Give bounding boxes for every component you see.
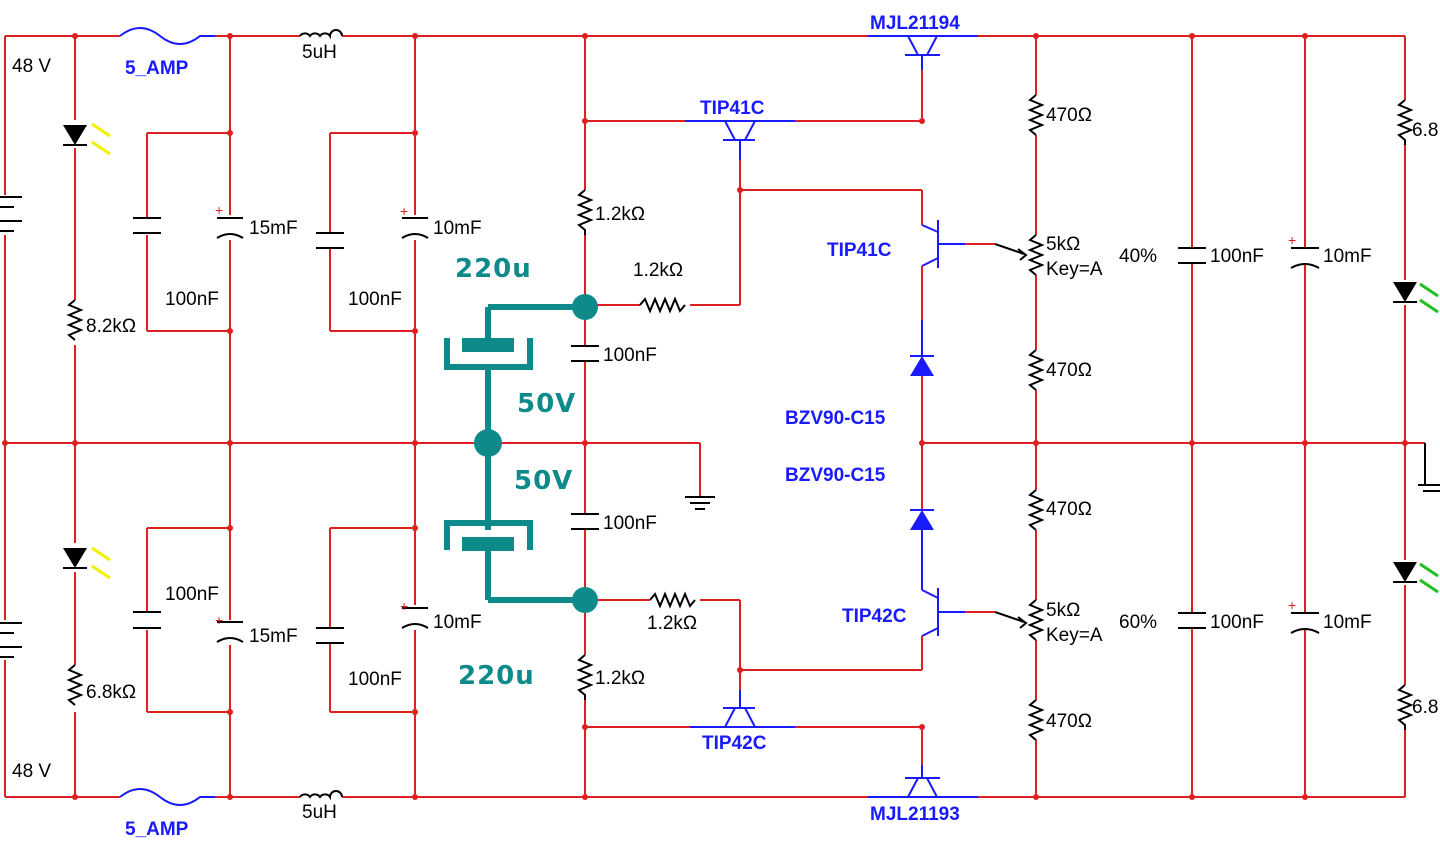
resistor-470-2 [1027, 349, 1045, 391]
led-green-bottom-symbol [1393, 562, 1439, 594]
svg-text:+: + [1288, 232, 1296, 248]
inductor-top-symbol [299, 29, 343, 40]
resistor-1k2-upper-v [576, 189, 594, 235]
label-r-1k2-lower-h: 1.2kΩ [647, 613, 697, 634]
svg-text:+: + [400, 203, 408, 219]
resistor-1k2-lower-h [649, 591, 696, 609]
label-r-1k2-upper-h: 1.2kΩ [633, 260, 683, 281]
label-c-100nF-right-bottom: 100nF [1210, 612, 1264, 633]
label-pot-bottom: 5kΩ [1046, 600, 1080, 621]
pot-top-wiper [994, 243, 1028, 261]
junctions [2, 33, 1408, 800]
transistor-mjl21194-symbol [868, 35, 978, 70]
label-top-voltage: 48 V [12, 56, 51, 77]
label-r-470-1: 470Ω [1046, 105, 1092, 126]
svg-text:+: + [400, 598, 408, 614]
resistor-edge-bottom [1396, 684, 1414, 730]
label-tip42c-driver: TIP42C [702, 733, 767, 754]
label-r-1k2-upper-v: 1.2kΩ [595, 204, 645, 225]
label-c-10mF-top: 10mF [433, 218, 482, 239]
resistor-470-4 [1027, 699, 1045, 741]
label-tip41c-mid: TIP41C [827, 240, 892, 261]
label-r-8k2: 8.2kΩ [86, 316, 136, 337]
label-c-15mF-top: 15mF [249, 218, 298, 239]
label-mjl21194: MJL21194 [870, 13, 960, 34]
label-zener-top: BZV90-C15 [785, 408, 886, 429]
label-zener-bottom: BZV90-C15 [785, 465, 886, 486]
resistor-6k8-symbol [66, 664, 84, 706]
svg-text:+: + [215, 202, 223, 218]
fuse-top-symbol [119, 27, 215, 45]
label-fuse-bottom: 5_AMP [125, 819, 189, 840]
pot-bottom-wiper [994, 611, 1028, 629]
annotation-volt-top: 50V [517, 389, 576, 419]
label-c-10mF-right-top: 10mF [1323, 246, 1372, 267]
resistor-1k2-lower-v [576, 654, 594, 700]
label-pot-top: 5kΩ [1046, 234, 1080, 255]
label-pot-bottom-key: Key=A [1046, 625, 1103, 646]
ground-mid-symbol [685, 496, 715, 510]
battery-top-symbol [0, 196, 22, 232]
resistor-edge-top [1396, 99, 1414, 145]
bias-column [910, 190, 995, 670]
ground-right-symbol [1418, 443, 1440, 492]
label-tip42c-mid: TIP42C [842, 606, 907, 627]
label-c-100nF-top-2: 100nF [348, 289, 402, 310]
label-c-10mF-bottom: 10mF [433, 612, 482, 633]
pot-5k-top [1027, 234, 1045, 276]
label-bottom-voltage: 48 V [12, 761, 51, 782]
resistor-8k2-symbol [66, 299, 84, 341]
label-fuse-top: 5_AMP [125, 58, 189, 79]
inductor-bottom-symbol [299, 790, 343, 801]
label-inductor-top: 5uH [302, 42, 337, 63]
right-caps: + + [1178, 36, 1320, 797]
label-c-10mF-right-bottom: 10mF [1323, 612, 1372, 633]
svg-text:+: + [1288, 597, 1296, 613]
transistor-mjl21193-symbol [868, 765, 978, 798]
label-c-100nF-right-top: 100nF [1210, 246, 1264, 267]
label-c-15mF-bottom: 15mF [249, 626, 298, 647]
fuse-bottom-symbol [119, 788, 215, 806]
label-c-100nF-top-1: 100nF [165, 289, 219, 310]
label-pot-top-key: Key=A [1046, 259, 1103, 280]
label-pot-top-pct: 40% [1119, 246, 1157, 267]
led-bottom-symbol [63, 546, 111, 580]
annotation-volt-bottom: 50V [514, 466, 573, 496]
label-c-100nF-bottom-2: 100nF [348, 669, 402, 690]
filter-block-1 [146, 36, 231, 797]
transistor-tip41c-driver-symbol [685, 60, 923, 305]
label-pot-bottom-pct: 60% [1119, 612, 1157, 633]
label-r-1k2-lower-v: 1.2kΩ [595, 668, 645, 689]
annotation-cap-top: 220u [455, 254, 532, 284]
transistor-tip42c-driver-symbol [690, 669, 923, 775]
pot-5k-bottom [1027, 599, 1045, 641]
label-tip41c-driver: TIP41C [700, 98, 765, 119]
resistor-470-3 [1027, 489, 1045, 531]
capacitor-symbols-2: + + [316, 203, 429, 644]
battery-bottom-symbol [0, 622, 22, 658]
label-c-100nF-mid-top: 100nF [603, 345, 657, 366]
label-r-470-4: 470Ω [1046, 711, 1092, 732]
annotation-cap-bottom: 220u [458, 661, 535, 691]
label-r-edge-bottom: 6.8 [1412, 697, 1438, 718]
label-r-edge-top: 6.8 [1412, 120, 1438, 141]
label-r-6k8: 6.8kΩ [86, 682, 136, 703]
capacitor-symbols-1: + + [133, 202, 244, 643]
label-mjl21193: MJL21193 [870, 804, 960, 825]
label-r-470-2: 470Ω [1046, 360, 1092, 381]
svg-text:+: + [215, 612, 223, 628]
label-inductor-bottom: 5uH [302, 802, 337, 823]
led-top-symbol [63, 122, 111, 156]
rails [4, 35, 1425, 798]
led-green-top-symbol [1393, 282, 1439, 314]
label-c-100nF-mid-bottom: 100nF [603, 513, 657, 534]
capacitor-100nF-mid [571, 345, 599, 530]
annotation-capacitor-pair [444, 294, 598, 613]
filter-block-2 [329, 36, 416, 797]
label-r-470-3: 470Ω [1046, 499, 1092, 520]
resistor-470-1 [1027, 94, 1045, 136]
label-c-100nF-bottom-1: 100nF [165, 584, 219, 605]
resistor-1k2-upper-h [639, 296, 686, 314]
